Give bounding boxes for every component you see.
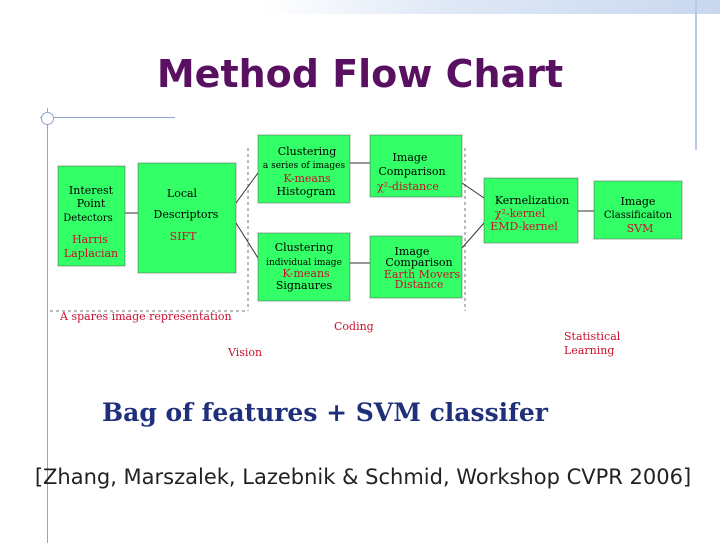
interest-line1: Interest (69, 184, 114, 197)
left-horizontal-rule (40, 117, 175, 118)
right-decoration-line (695, 0, 697, 150)
classif-line2: Classificaiton (604, 210, 673, 221)
label-vision: Vision (227, 346, 262, 359)
flow-arrows (125, 162, 594, 264)
comp2-line1: Image (395, 245, 430, 258)
clust2-line2: individual image (266, 258, 342, 268)
clust2-kmeans: K-means (282, 267, 330, 280)
comp1-line2: Comparison (378, 165, 445, 178)
local-sift: SIFT (170, 230, 198, 243)
arrow-comp2-kernel (461, 222, 485, 249)
box-clustering-series (257, 134, 351, 204)
label-sparse-representation: A spares image representation (59, 310, 232, 323)
clust1-histogram: Histogram (276, 185, 336, 198)
arrow-local-clust2 (235, 222, 259, 259)
arrow-comp1-kernel (461, 182, 485, 199)
comp1-chi-distance: χ²-distance (377, 180, 439, 193)
clust2-signaures: Signaures (276, 279, 333, 292)
box-interest-point (57, 165, 126, 267)
label-statistical: Statistical (564, 330, 621, 343)
comp2-line2: Comparison (385, 256, 452, 269)
citation: [Zhang, Marszalek, Lazebnik & Schmid, Wo… (34, 465, 692, 489)
interest-harris: Harris (72, 233, 108, 246)
arrow-local-clust1 (235, 172, 259, 204)
kernel-chi-kernel: χ²-kernel (495, 207, 546, 220)
classif-svm: SVM (627, 222, 654, 235)
rule-circle-ornament (41, 112, 54, 125)
comp2-earth-movers: Earth Movers (384, 268, 461, 281)
box-local-descriptors (137, 162, 237, 274)
box-clustering-individual (257, 232, 351, 302)
interest-line2: Point (77, 197, 106, 210)
clust2-line1: Clustering (275, 241, 334, 254)
box-image-classification (593, 180, 683, 240)
left-vertical-rule (47, 108, 48, 543)
flow-boxes (57, 134, 683, 302)
clust1-line2: a series of images (263, 161, 346, 171)
comp2-distance: Distance (395, 278, 444, 291)
top-decoration-band (262, 0, 720, 14)
interest-line3: Detectors (63, 213, 112, 224)
label-coding: Coding (334, 320, 374, 333)
classif-line1: Image (621, 195, 656, 208)
clust1-kmeans: K-means (283, 172, 331, 185)
page-title: Method Flow Chart (156, 52, 564, 96)
kernel-line1: Kernelization (495, 194, 569, 207)
section-dividers (50, 148, 466, 312)
box-comparison-chi (369, 134, 463, 198)
local-line2: Descriptors (154, 208, 219, 221)
interest-laplacian: Laplacian (64, 247, 118, 260)
diagram-caption: Bag of features + SVM classifer (102, 398, 548, 427)
box-kernelization (483, 177, 579, 244)
comp1-line1: Image (393, 151, 428, 164)
box-comparison-emd (369, 235, 463, 299)
kernel-emd-kernel: EMD-kernel (490, 220, 558, 233)
method-flow-diagram: Interest Point Detectors Harris Laplacia… (50, 134, 683, 359)
label-learning: Learning (564, 344, 614, 357)
local-line1: Local (167, 187, 198, 200)
clust1-line1: Clustering (278, 145, 337, 158)
